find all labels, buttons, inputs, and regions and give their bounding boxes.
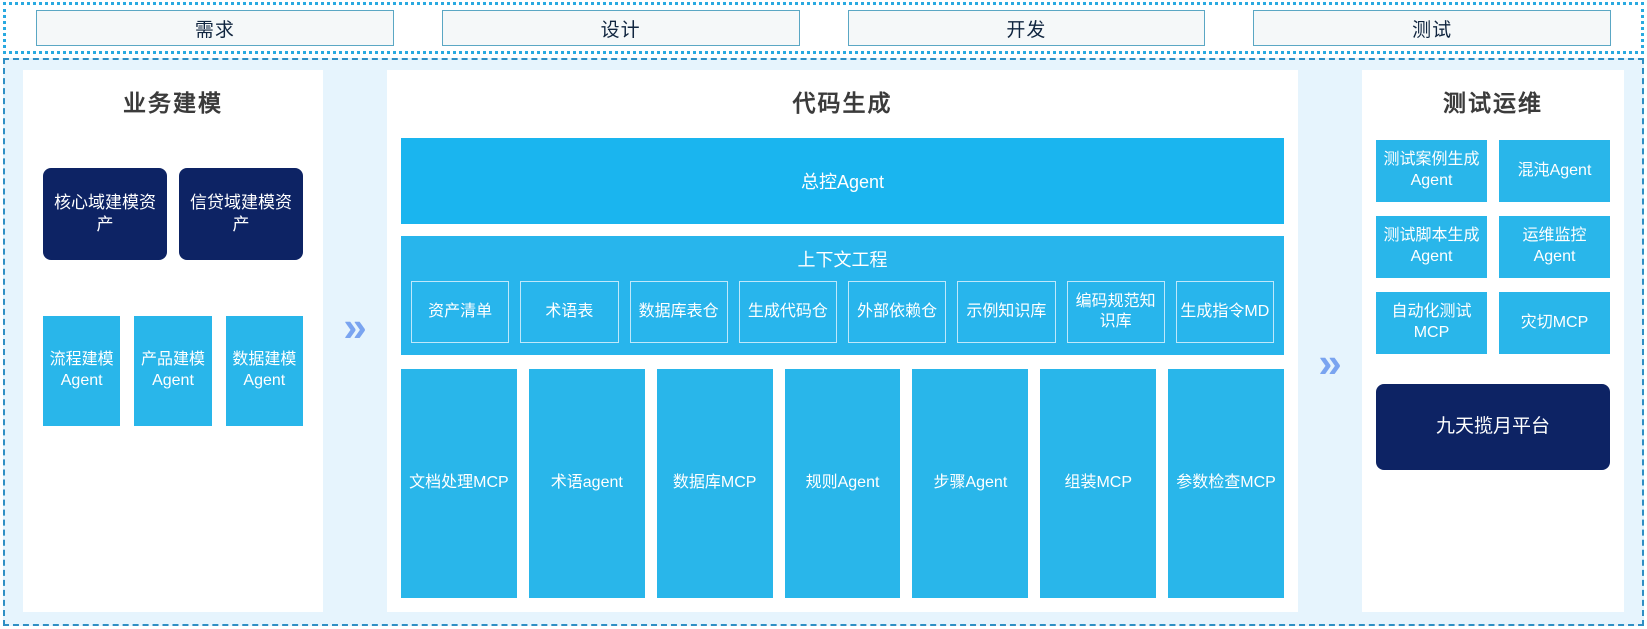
test-card-script-generation-agent[interactable]: 测试脚本生成Agent: [1376, 216, 1487, 278]
test-card-disaster-switch-mcp[interactable]: 灾切MCP: [1499, 292, 1610, 354]
panel-code-generation: 代码生成 总控Agent 上下文工程 资产清单 术语表 数据库表仓 生成代码仓 …: [387, 70, 1298, 612]
tool-card-rule-agent[interactable]: 规则Agent: [784, 369, 901, 598]
tool-card-document-processing-mcp[interactable]: 文档处理MCP: [401, 369, 517, 598]
context-cell-db-table-repo[interactable]: 数据库表仓: [629, 281, 728, 343]
chevron-right-icon-1: »: [343, 303, 367, 350]
master-agent-bar[interactable]: 总控Agent: [401, 138, 1284, 224]
panel-test-operations: 测试运维 测试案例生成Agent 混沌Agent 测试脚本生成Agent 运维监…: [1362, 70, 1624, 612]
panel-title-code-generation: 代码生成: [792, 90, 893, 116]
context-cell-asset-inventory[interactable]: 资产清单: [411, 281, 510, 343]
tool-card-database-mcp[interactable]: 数据库MCP: [656, 369, 773, 598]
test-card-case-generation-agent[interactable]: 测试案例生成Agent: [1376, 140, 1487, 202]
test-card-ops-monitoring-agent[interactable]: 运维监控Agent: [1499, 216, 1610, 278]
phase-box-design[interactable]: 设计: [441, 10, 800, 46]
test-ops-card-grid: 测试案例生成Agent 混沌Agent 测试脚本生成Agent 运维监控Agen…: [1376, 140, 1610, 354]
panel-title-test-operations: 测试运维: [1443, 90, 1543, 116]
business-agent-group: 流程建模Agent 产品建模Agent 数据建模Agent: [37, 316, 309, 426]
platform-card-jiutian-lanyue[interactable]: 九天揽月平台: [1376, 384, 1610, 470]
panel-title-business-modeling: 业务建模: [123, 90, 223, 116]
asset-card-credit-domain[interactable]: 信贷域建模资产: [179, 168, 303, 260]
test-card-chaos-agent[interactable]: 混沌Agent: [1499, 140, 1610, 202]
main-region: 业务建模 核心域建模资产 信贷域建模资产 流程建模Agent 产品建模Agent…: [3, 58, 1644, 626]
agent-card-process-modeling[interactable]: 流程建模Agent: [43, 316, 121, 426]
chevron-right-icon-2: »: [1318, 339, 1342, 386]
phase-box-development[interactable]: 开发: [847, 10, 1206, 46]
context-cell-generation-instruction-md[interactable]: 生成指令MD: [1175, 281, 1274, 343]
tool-card-step-agent[interactable]: 步骤Agent: [912, 369, 1029, 598]
phase-box-testing[interactable]: 测试: [1253, 10, 1611, 46]
context-cell-row: 资产清单 术语表 数据库表仓 生成代码仓 外部依赖仓 示例知识库 编码规范知识库…: [411, 281, 1274, 343]
context-cell-glossary[interactable]: 术语表: [520, 281, 619, 343]
tool-card-row: 文档处理MCP 术语agent 数据库MCP 规则Agent 步骤Agent 组…: [401, 369, 1285, 602]
context-cell-external-dependency-repo[interactable]: 外部依赖仓: [848, 281, 947, 343]
phase-box-requirements[interactable]: 需求: [36, 10, 394, 46]
agent-card-data-modeling[interactable]: 数据建模Agent: [225, 316, 303, 426]
tool-card-assembly-mcp[interactable]: 组装MCP: [1040, 369, 1157, 598]
context-engineering-title: 上下文工程: [797, 250, 888, 270]
phase-strip: 需求 设计 开发 测试: [3, 2, 1644, 54]
business-asset-group: 核心域建模资产 信贷域建模资产: [37, 168, 309, 260]
tool-card-glossary-agent[interactable]: 术语agent: [528, 369, 645, 598]
asset-card-core-domain[interactable]: 核心域建模资产: [43, 168, 167, 260]
context-engineering-block: 上下文工程 资产清单 术语表 数据库表仓 生成代码仓 外部依赖仓 示例知识库 编…: [401, 236, 1284, 355]
context-cell-generated-code-repo[interactable]: 生成代码仓: [738, 281, 837, 343]
context-cell-example-knowledge-base[interactable]: 示例知识库: [957, 281, 1056, 343]
test-card-automated-testing-mcp[interactable]: 自动化测试MCP: [1376, 292, 1487, 354]
agent-card-product-modeling[interactable]: 产品建模Agent: [134, 316, 212, 426]
context-cell-coding-standard-knowledge-base[interactable]: 编码规范知识库: [1066, 281, 1165, 343]
panel-business-modeling: 业务建模 核心域建模资产 信贷域建模资产 流程建模Agent 产品建模Agent…: [23, 70, 323, 612]
tool-card-parameter-check-mcp[interactable]: 参数检查MCP: [1168, 369, 1285, 598]
